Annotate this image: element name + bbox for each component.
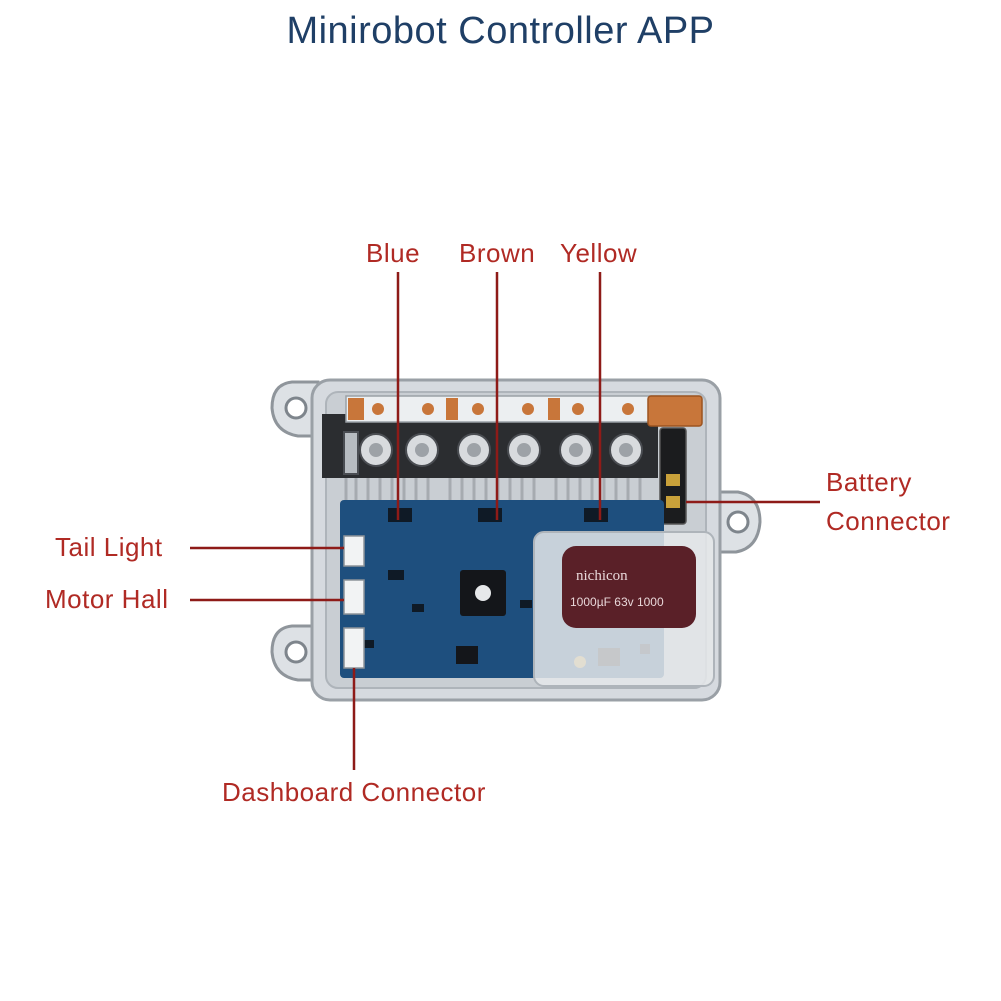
label-dashboard-connector: Dashboard Connector	[222, 777, 486, 807]
battery-socket	[659, 427, 687, 525]
label-tail-light: Tail Light	[55, 532, 163, 562]
label-motor-hall: Motor Hall	[45, 584, 169, 614]
label-brown: Brown	[459, 238, 536, 268]
mosfet-pins	[344, 478, 642, 500]
mounting-ears	[270, 380, 762, 682]
label-battery-line1: Battery	[826, 467, 912, 497]
label-blue: Blue	[366, 238, 421, 268]
left-connectors	[343, 535, 365, 669]
capacitor-brand: nichicon	[576, 568, 628, 584]
label-yellow: Yellow	[560, 238, 638, 268]
terminal-strip	[345, 395, 703, 427]
capacitor: nichicon 1000µF 63v 1000	[533, 531, 715, 687]
page-title: Minirobot Controller APP	[286, 10, 715, 52]
leader-lines	[190, 272, 820, 770]
label-battery-line2: Connector	[826, 506, 951, 536]
capacitor-rating: 1000µF 63v 1000	[570, 595, 664, 609]
